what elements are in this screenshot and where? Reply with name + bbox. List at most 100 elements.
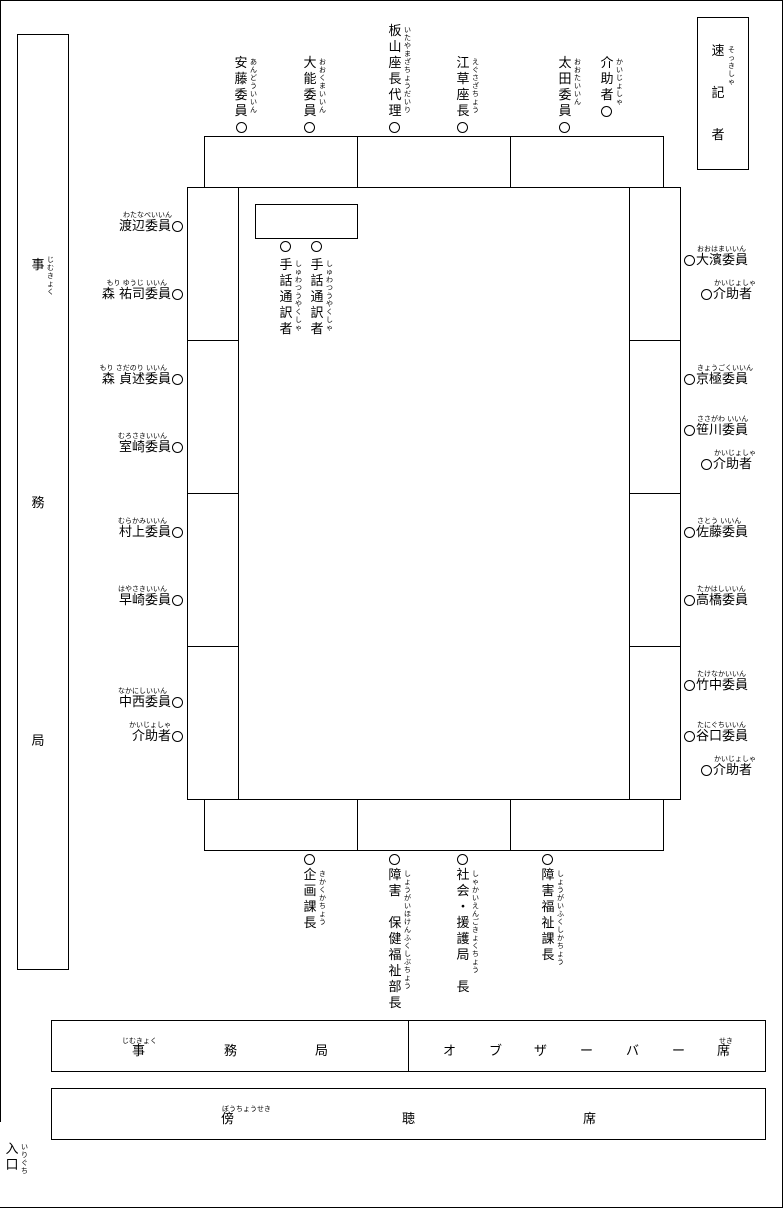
seat-label: 手話通訳者: [310, 258, 324, 337]
seat-ruby: しゅわ つうやくしゃ: [326, 260, 333, 332]
observer-char-6: ー: [672, 1044, 686, 1059]
seat-label: 京極委員: [696, 372, 749, 387]
seat-ruby: かいじょしゃ: [714, 449, 756, 457]
seat-marker: [172, 595, 183, 606]
seat-marker: [559, 122, 570, 133]
central-table-area: [187, 187, 681, 800]
seat-label: 笹川委員: [696, 423, 749, 438]
seat-marker: [389, 854, 400, 865]
seat-label: 高橋委員: [696, 593, 749, 608]
observer-ruby: せき: [719, 1037, 733, 1045]
seat-label: 障害 保健福祉部長: [388, 868, 402, 1011]
seat-marker: [172, 374, 183, 385]
seat-ruby: なかにしいいん: [118, 687, 167, 695]
seat-label: 安藤委員: [234, 56, 248, 119]
stenographer-char-3: 者: [711, 128, 725, 143]
observer-char-4: ー: [580, 1044, 594, 1059]
seat-marker: [457, 854, 468, 865]
secretariat-side-char-2: 務: [31, 496, 45, 511]
seat-marker: [280, 241, 291, 252]
seat-marker: [684, 374, 695, 385]
seat-marker: [542, 854, 553, 865]
seat-label: 森 祐司委員: [101, 287, 171, 302]
seat-ruby: しゃかい えんご きょく ちょう: [472, 870, 479, 974]
right-table-3: [629, 493, 681, 647]
seat-label: 介助者: [131, 729, 171, 744]
observer-char-2: ブ: [489, 1044, 503, 1059]
bottom-table-1: [204, 799, 358, 851]
seat-ruby: かいじょしゃ: [714, 755, 756, 763]
observer-char-1: オ: [443, 1044, 457, 1059]
seat-marker: [701, 289, 712, 300]
seat-label: 介助者: [713, 763, 753, 778]
observer-char-3: ザ: [534, 1044, 548, 1059]
seat-label: 介助者: [713, 457, 753, 472]
seat-label: 手話通訳者: [279, 258, 293, 337]
secretariat-side-char-3: 局: [31, 734, 45, 749]
seat-ruby: えぐさ ざちょう: [472, 58, 479, 114]
seat-marker: [684, 731, 695, 742]
stenographer-char-1: 速: [711, 44, 725, 59]
top-table-2: [357, 136, 511, 188]
stenographer-box: [697, 17, 749, 170]
interpreter-monitor: [255, 204, 358, 239]
seat-marker: [172, 697, 183, 708]
left-table-1: [187, 187, 239, 341]
entrance-ruby: いりぐち: [21, 1143, 28, 1175]
left-table-3: [187, 493, 239, 647]
seat-marker: [684, 527, 695, 538]
seat-label: 大濱委員: [696, 253, 749, 268]
gallery-char-1: 傍: [221, 1112, 235, 1127]
secretariat-row-char-1: 事: [132, 1044, 146, 1059]
seat-marker: [701, 765, 712, 776]
seat-marker: [172, 442, 183, 453]
seat-ruby: わたなべいいん: [123, 211, 172, 219]
left-table-2: [187, 340, 239, 494]
observer-char-5: バ: [626, 1044, 640, 1059]
seat-marker: [304, 854, 315, 865]
seat-marker: [172, 527, 183, 538]
seat-marker: [389, 122, 400, 133]
seat-ruby: きかく かちょう: [319, 870, 326, 926]
seat-label: 森 貞述委員: [101, 372, 171, 387]
seat-marker: [684, 680, 695, 691]
seat-marker: [172, 221, 183, 232]
seat-ruby: しょうがい ほけん ふくし ぶちょう: [404, 870, 411, 990]
top-table-3: [510, 136, 664, 188]
seat-ruby: もり さだのり いいん: [99, 364, 167, 372]
seat-ruby: かいじょしゃ: [714, 279, 756, 287]
secretariat-row-char-2: 務: [224, 1044, 238, 1059]
seat-marker: [684, 255, 695, 266]
observer-char-7: 席: [717, 1044, 731, 1059]
seat-label: 介助者: [600, 56, 614, 103]
seat-marker: [172, 289, 183, 300]
seat-ruby: たにぐちいいん: [697, 721, 746, 729]
secretariat-side-ruby: じむきょく: [47, 256, 54, 296]
stenographer-ruby: そっきしゃ: [728, 46, 735, 86]
seat-ruby: しゅわ つうやくしゃ: [295, 260, 302, 332]
seat-ruby: きょうごくいいん: [697, 364, 753, 372]
seat-label: 早崎委員: [118, 593, 171, 608]
seat-ruby: おおはまいいん: [697, 245, 746, 253]
seat-ruby: ささがわ いいん: [697, 415, 749, 423]
seat-ruby: あんどう いいん: [250, 58, 257, 114]
seat-label: 企画課長: [303, 868, 317, 931]
gallery-ruby: ぼうちょうせき: [222, 1105, 271, 1113]
seat-label: 江草座長: [456, 56, 470, 119]
secretariat-row-char-3: 局: [315, 1044, 329, 1059]
secretariat-side-char-1: 事: [31, 258, 45, 273]
seat-ruby: たかはしいいん: [697, 585, 746, 593]
right-table-1: [629, 187, 681, 341]
seat-ruby: おおた いいん: [574, 58, 581, 106]
gallery-char-3: 席: [583, 1112, 597, 1127]
seat-label: 大能委員: [303, 56, 317, 119]
seat-ruby: むらかみいいん: [118, 517, 167, 525]
seat-marker: [311, 241, 322, 252]
seat-label: 中西委員: [118, 695, 171, 710]
secretariat-side-area: [17, 34, 69, 970]
seat-ruby: もり ゆうじ いいん: [106, 279, 167, 287]
seat-ruby: いたやまざちょうだいり: [404, 26, 411, 114]
seat-ruby: はやさきいいん: [118, 585, 167, 593]
seat-label: 村上委員: [118, 525, 171, 540]
bottom-table-3: [510, 799, 664, 851]
